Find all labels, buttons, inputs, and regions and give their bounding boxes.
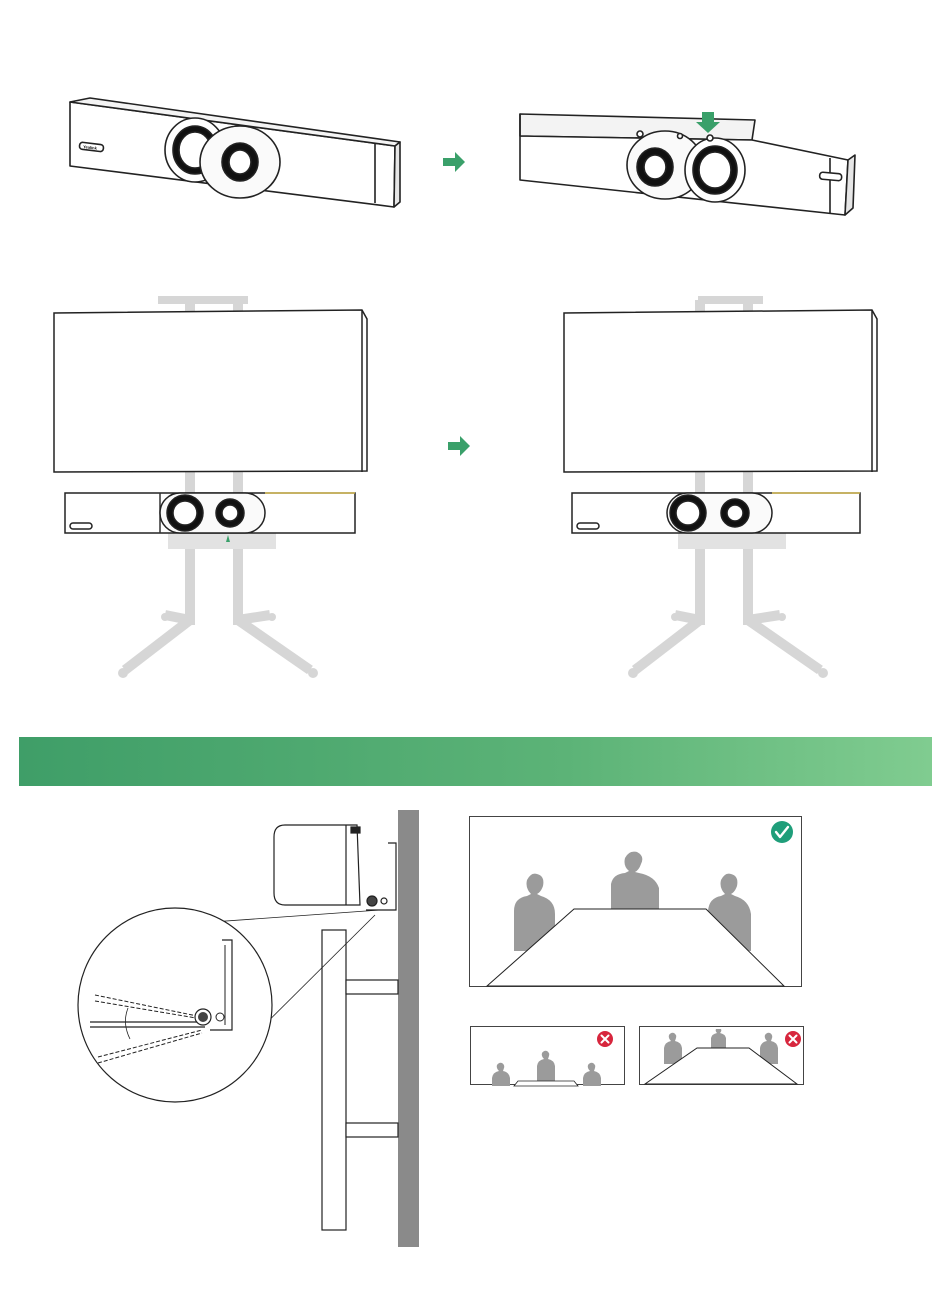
tv-stand-left (50, 295, 370, 680)
wall-mount-side-view (70, 805, 430, 1255)
step-arrow-1 (443, 152, 467, 172)
section-banner (19, 737, 932, 786)
arrow-right-icon (443, 152, 465, 172)
framing-incorrect-high (639, 1026, 805, 1086)
framing-correct (469, 816, 803, 988)
framing-incorrect-low (470, 1026, 626, 1086)
wall (398, 810, 419, 1247)
arrow-right-icon (448, 436, 470, 456)
camera-bar-rear-view (510, 100, 860, 225)
check-icon (771, 821, 793, 843)
tv-stand-right (560, 295, 880, 680)
step-arrow-2 (448, 436, 472, 456)
camera-bar-front-view: Yealink (60, 90, 410, 215)
zoom-detail (78, 908, 272, 1102)
